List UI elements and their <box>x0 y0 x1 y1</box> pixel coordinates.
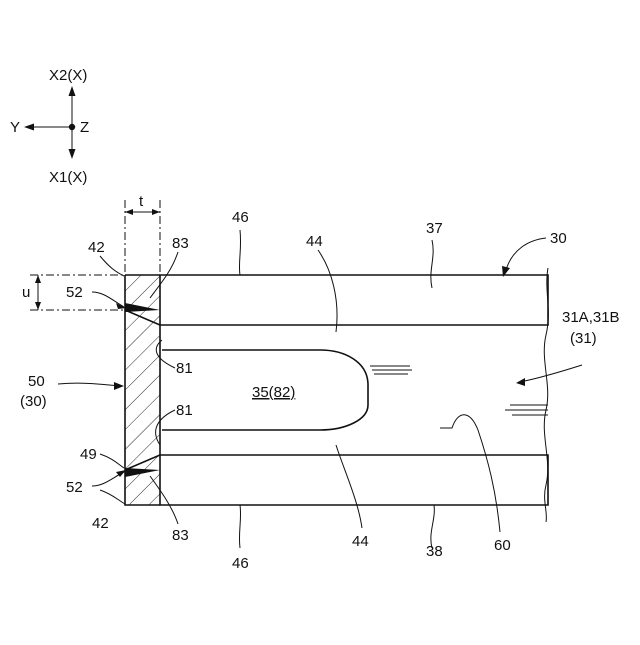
dimension-t: t <box>125 193 160 275</box>
label-46-top: 46 <box>232 209 249 226</box>
axis-arrow-down <box>69 149 76 159</box>
axis-label-y: Y <box>10 119 20 136</box>
label-60: 60 <box>494 537 511 554</box>
label-52-bottom: 52 <box>66 479 83 496</box>
reference-labels: 46 37 30 44 83 42 52 81 81 35(82) 31A,31… <box>20 209 620 572</box>
flow-streaks-upper <box>370 366 412 374</box>
label-46-bottom: 46 <box>232 555 249 572</box>
label-38: 38 <box>426 543 443 560</box>
label-50-line2: (30) <box>20 393 47 410</box>
label-31-line1: 31A,31B <box>562 309 620 326</box>
label-31-line2: (31) <box>570 330 597 347</box>
dim-label-u: u <box>22 284 30 301</box>
label-44-top: 44 <box>306 233 323 250</box>
label-81-a: 81 <box>176 360 193 377</box>
label-42-top: 42 <box>88 239 105 256</box>
label-44-bottom: 44 <box>352 533 369 550</box>
label-81-b: 81 <box>176 402 193 419</box>
label-35-82: 35(82) <box>252 384 295 401</box>
axis-origin-dot <box>69 124 75 130</box>
axis-arrow-left <box>24 124 34 131</box>
label-50-line1: 50 <box>28 373 45 390</box>
axis-arrow-up <box>69 86 76 96</box>
axis-label-x2: X2(X) <box>49 67 87 84</box>
axis-indicator: X2(X) X1(X) Y Z <box>10 67 89 186</box>
label-42-bottom: 42 <box>92 515 109 532</box>
axis-label-z: Z <box>80 119 89 136</box>
label-83-top: 83 <box>172 235 189 252</box>
label-83-bottom: 83 <box>172 527 189 544</box>
label-37: 37 <box>426 220 443 237</box>
upper-wall-37 <box>160 275 548 325</box>
label-30: 30 <box>550 230 567 247</box>
label-52-top: 52 <box>66 284 83 301</box>
label-49: 49 <box>80 446 97 463</box>
axis-label-x1: X1(X) <box>49 169 87 186</box>
flow-streaks-lower <box>505 405 548 415</box>
dim-label-t: t <box>139 193 144 210</box>
